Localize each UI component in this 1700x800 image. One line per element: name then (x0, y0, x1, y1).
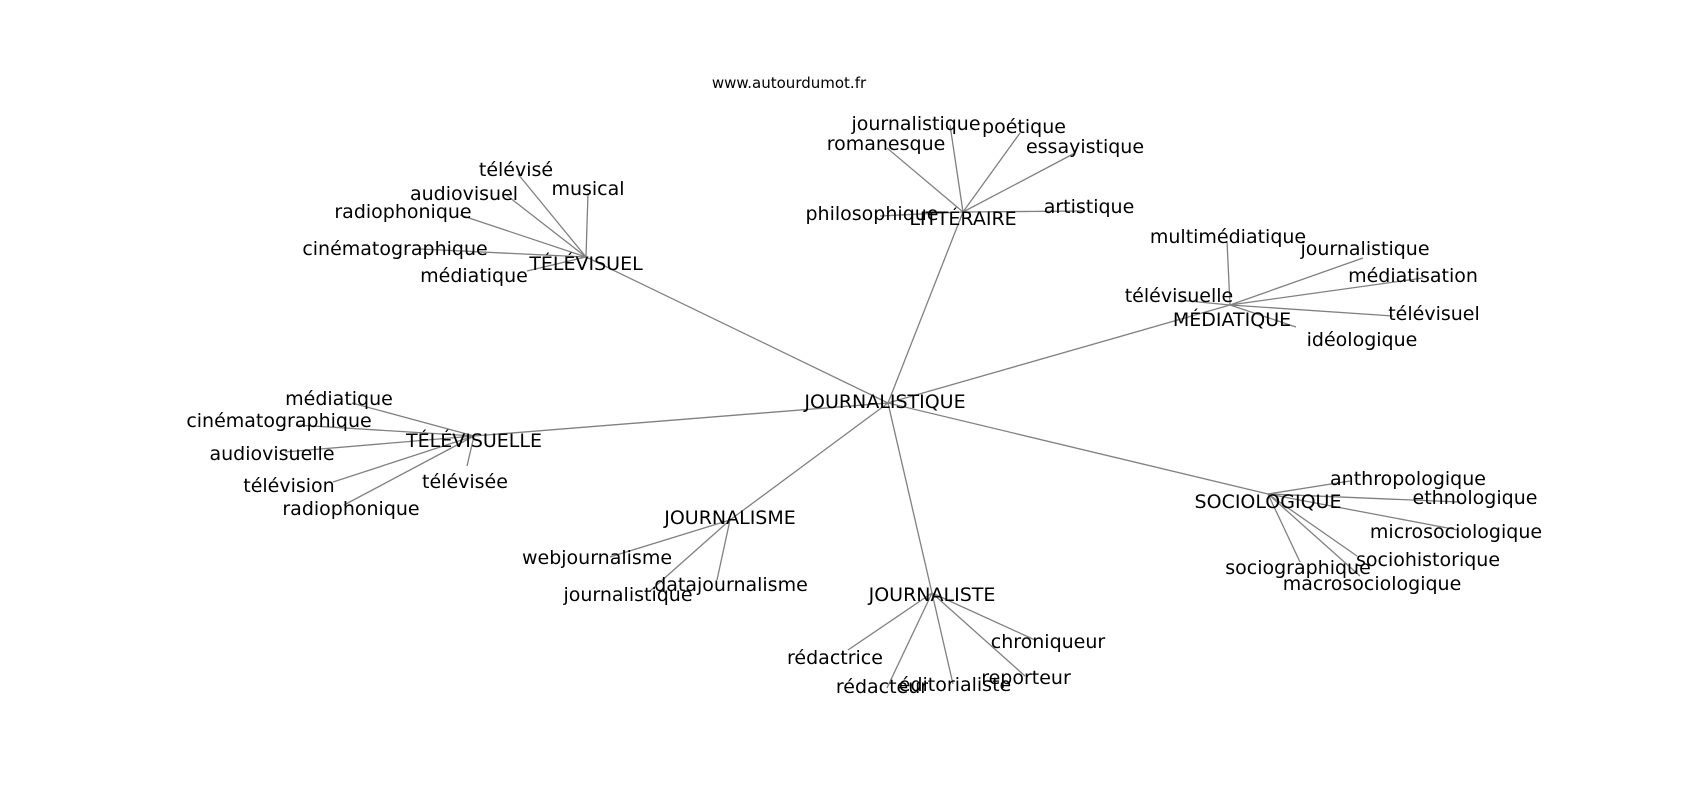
edge-sociologique-4 (1267, 493, 1358, 557)
leaf-label-televisuelle-2: audiovisuelle (209, 443, 334, 465)
leaf-label-televisuel-2: musical (551, 178, 624, 200)
leaf-label-mediatique-1: journalistique (1299, 238, 1429, 260)
edge-mediatique-0 (1226, 240, 1231, 306)
label-layer: www.autourdumot.fr JOURNALISTIQUE LITTÉR… (186, 74, 1542, 698)
leaf-label-litteraire-1: poétique (982, 116, 1066, 138)
edge-televisuelle-1 (295, 424, 475, 437)
hub-label-televisuelle: TÉLÉVISUELLE (405, 429, 542, 452)
leaf-label-journalisme-2: journalistique (562, 584, 692, 606)
leaf-label-mediatique-4: télévisuel (1388, 303, 1480, 325)
edge-journalisme-0 (609, 519, 731, 558)
edge-center-sociologique (887, 402, 1269, 495)
edge-litteraire-5 (962, 210, 1086, 213)
leaf-label-litteraire-2: romanesque (827, 133, 946, 155)
leaf-label-televisuelle-1: cinématographique (186, 410, 371, 432)
leaf-label-mediatique-0: multimédiatique (1150, 226, 1306, 248)
leaf-label-journaliste-3: rédacteur (836, 676, 928, 698)
leaf-label-sociologique-0: anthropologique (1330, 468, 1486, 490)
leaf-label-journaliste-0: chroniqueur (991, 631, 1106, 653)
leaf-label-televisuelle-0: médiatique (285, 388, 393, 410)
edge-televisuel-5 (526, 256, 587, 272)
edge-journaliste-0 (931, 592, 1036, 641)
leaf-label-televisuelle-3: télévision (243, 475, 334, 497)
edge-mediatique-5 (1229, 304, 1297, 328)
leaf-label-televisuel-4: cinématographique (302, 238, 487, 260)
edge-televisuel-2 (585, 192, 589, 258)
edge-center-journalisme (729, 402, 889, 521)
edge-mediatique-1 (1229, 257, 1364, 306)
edge-televisuel-1 (504, 193, 587, 258)
leaf-label-journaliste-2: reporteur (981, 667, 1071, 689)
edge-sociologique-0 (1267, 480, 1351, 495)
edge-center-televisuelle (473, 402, 889, 437)
leaf-label-journaliste-4: éditorialiste (899, 674, 1011, 696)
edge-mediatique-4 (1229, 304, 1394, 317)
edge-journaliste-2 (931, 592, 1026, 677)
leaf-label-televisuelle-4: télévisée (422, 471, 508, 493)
edge-center-litteraire (887, 211, 964, 404)
edge-center-televisuel (585, 256, 889, 404)
leaf-label-journalisme-1: datajournalisme (654, 574, 808, 596)
leaf-label-litteraire-5: artistique (1044, 196, 1135, 218)
edge-journaliste-1 (847, 592, 933, 651)
edge-sociologique-3 (1267, 493, 1301, 563)
source-url: www.autourdumot.fr (712, 74, 867, 92)
edge-televisuelle-4 (466, 435, 475, 467)
leaf-label-journaliste-1: rédactrice (787, 647, 883, 669)
edge-journaliste-4 (931, 592, 954, 685)
leaf-label-sociologique-4: sociohistorique (1356, 549, 1500, 571)
edge-televisuel-4 (419, 248, 587, 258)
edge-televisuelle-0 (351, 402, 475, 437)
leaf-label-mediatique-2: médiatisation (1348, 265, 1478, 287)
leaf-label-sociologique-2: microsociologique (1370, 521, 1542, 543)
edge-sociologique-2 (1267, 493, 1459, 531)
leaf-label-sociologique-1: ethnologique (1413, 487, 1538, 509)
leaf-label-litteraire-3: essayistique (1026, 136, 1144, 158)
leaf-label-litteraire-0: journalistique (850, 113, 980, 135)
edge-litteraire-0 (949, 124, 964, 213)
leaf-label-mediatique-5: idéologique (1307, 329, 1418, 351)
hub-label-sociologique: SOCIOLOGIQUE (1195, 491, 1342, 513)
edge-center-journaliste (887, 402, 933, 594)
hub-label-litteraire: LITTÉRAIRE (909, 207, 1016, 230)
leaf-label-litteraire-4: philosophique (806, 203, 939, 225)
edge-sociologique-5 (1267, 493, 1361, 577)
edge-televisuel-3 (459, 214, 587, 258)
leaf-label-sociologique-3: sociographique (1225, 557, 1371, 579)
hub-label-televisuel: TÉLÉVISUEL (528, 252, 643, 275)
hub-label-journaliste: JOURNALISTE (868, 584, 996, 606)
edge-televisuel-0 (517, 173, 587, 258)
edge-center-mediatique (887, 304, 1231, 404)
edge-litteraire-2 (886, 147, 964, 213)
leaf-label-sociologique-5: macrosociologique (1283, 573, 1462, 595)
edge-layer (284, 124, 1461, 689)
edge-litteraire-3 (962, 152, 1076, 213)
leaf-label-televisuel-0: télévisé (479, 159, 553, 181)
edge-litteraire-1 (962, 132, 1021, 213)
leaf-label-televisuel-1: audiovisuel (410, 183, 518, 205)
center-node-label: JOURNALISTIQUE (803, 391, 965, 413)
edge-mediatique-2 (1229, 277, 1424, 306)
edge-journalisme-1 (716, 519, 731, 581)
leaf-label-journalisme-0: webjournalisme (522, 547, 672, 569)
leaf-label-mediatique-3: télévisuelle (1125, 285, 1234, 307)
hub-label-journalisme: JOURNALISME (663, 507, 796, 529)
edge-televisuelle-2 (284, 435, 475, 453)
leaf-label-televisuel-3: radiophonique (334, 201, 471, 223)
edge-mediatique-3 (1177, 299, 1231, 306)
edge-journalisme-2 (649, 519, 731, 592)
hub-label-mediatique: MÉDIATIQUE (1173, 308, 1291, 331)
edge-litteraire-4 (879, 211, 964, 217)
leaf-label-televisuel-5: médiatique (420, 265, 528, 287)
edge-televisuelle-3 (332, 435, 475, 483)
edge-journaliste-3 (886, 592, 933, 689)
leaf-label-televisuelle-5: radiophonique (282, 498, 419, 520)
edge-televisuelle-5 (343, 435, 475, 506)
edge-sociologique-1 (1267, 493, 1461, 503)
